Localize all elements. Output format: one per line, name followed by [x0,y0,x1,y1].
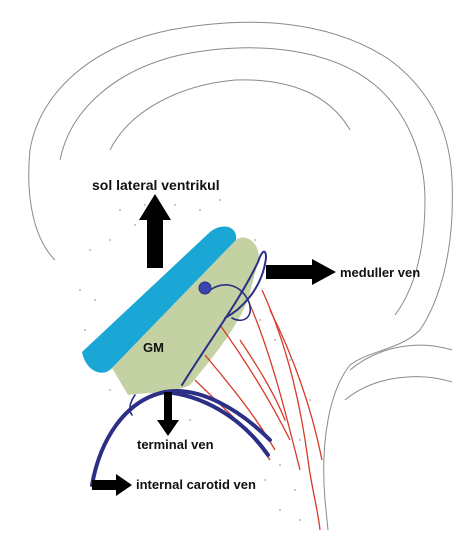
arrow-up-icon [139,194,171,268]
artery-3 [220,325,290,440]
label-meduller-ven: meduller ven [340,266,420,279]
label-gm: GM [143,341,164,354]
temporal-outline [345,377,452,400]
vein-knot [199,282,211,294]
left-wall-outline [29,150,55,260]
artery-1 [262,290,320,530]
arrow-right-lower-icon [92,474,132,496]
arrow-down-icon [157,392,179,436]
artery-2 [248,300,300,470]
label-terminal-ven: terminal ven [137,438,214,451]
sulcus-outline [110,80,350,150]
label-internal-carotid-ven: internal carotid ven [136,478,256,491]
arrow-right-upper-icon [266,259,336,285]
lower-lobe-outline [350,345,452,370]
label-sol-lateral-ventrikul: sol lateral ventrikul [92,178,220,192]
